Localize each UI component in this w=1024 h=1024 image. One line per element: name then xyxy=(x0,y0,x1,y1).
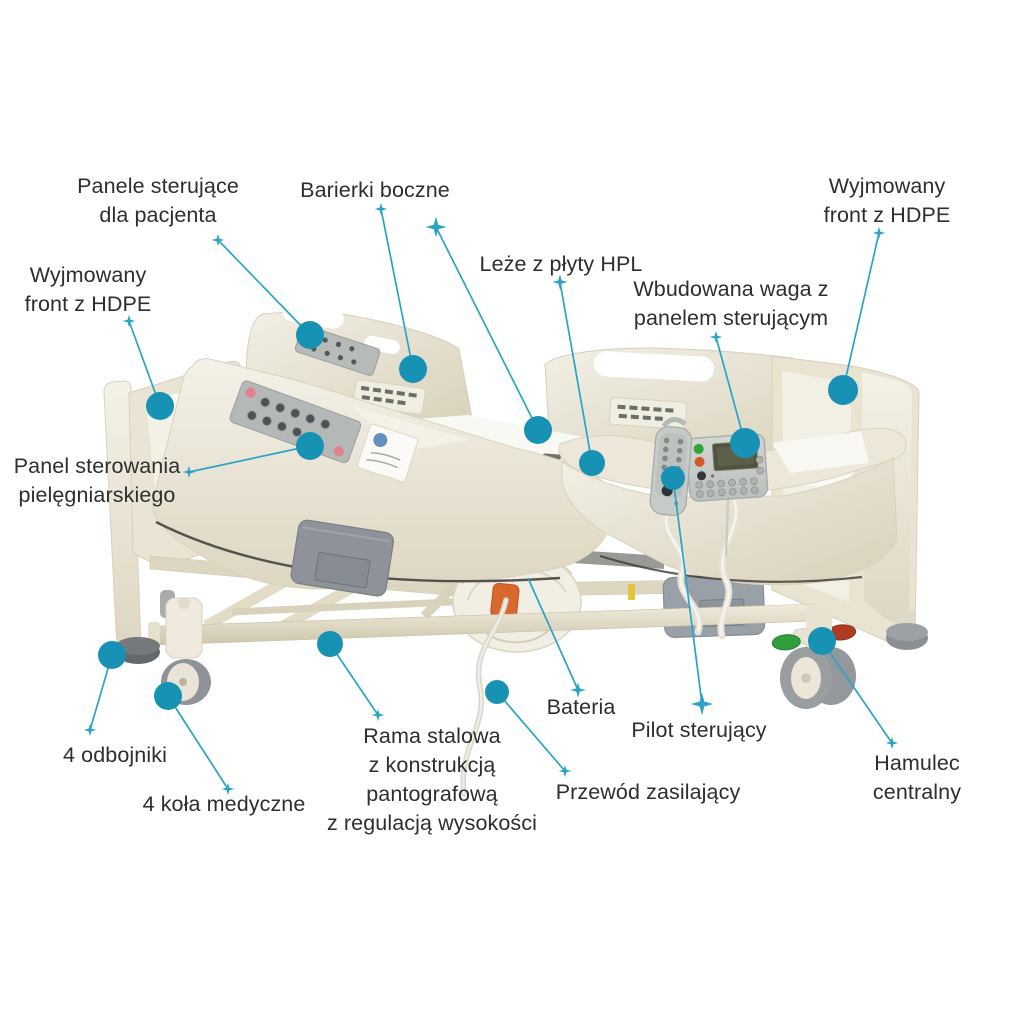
power-cable xyxy=(460,597,509,797)
right-leg-and-bumper xyxy=(886,610,928,650)
star-icon xyxy=(558,764,572,778)
star-icon xyxy=(690,692,714,716)
label-wbudowana-waga: Wbudowana waga z panelem sterującym xyxy=(633,277,829,330)
callout-dot-panel-pielegniarski xyxy=(296,432,324,460)
callout-dot-przewod xyxy=(485,680,509,704)
star-icon xyxy=(425,216,447,238)
label-kola-medyczne: 4 koła medyczne xyxy=(142,792,306,816)
callout-dot-rama xyxy=(317,631,343,657)
star-icon xyxy=(709,330,723,344)
label-odbojniki: 4 odbojniki xyxy=(63,743,167,767)
callout-dot-panele-sterujace xyxy=(296,321,324,349)
label-hamulec-centralny: Hamulec centralny xyxy=(872,751,962,804)
callout-dot-odbojniki xyxy=(98,641,126,669)
label-wyjmowany-front-hdpe-lewy: Wyjmowany front z HDPE xyxy=(24,263,152,316)
star-icon xyxy=(211,233,225,247)
star-icon xyxy=(182,465,196,479)
label-sticker xyxy=(357,423,419,483)
coiled-cables xyxy=(662,496,740,640)
leader-lines xyxy=(89,208,893,790)
callout-dot-front-hdpe-lewy xyxy=(146,392,174,420)
callout-dot-barierki-2 xyxy=(524,416,552,444)
callout-dot-kola xyxy=(154,682,182,710)
star-icon xyxy=(885,736,899,750)
backrest-rail-near xyxy=(152,358,614,590)
label-pilot-sterujacy: Pilot sterujący xyxy=(631,718,767,742)
label-rama-stalowa: Rama stalowa z konstrukcją pantografową … xyxy=(326,724,538,835)
star-icon xyxy=(83,723,97,737)
star-icon xyxy=(570,682,586,698)
callout-dots xyxy=(98,321,858,710)
scale-button-green xyxy=(693,443,704,454)
label-panele-sterujace-pacjenta: Panele sterujące dla pacjenta xyxy=(77,174,239,227)
left-caster xyxy=(161,597,211,705)
label-bateria: Bateria xyxy=(546,695,616,719)
star-icon xyxy=(552,274,568,290)
callout-dot-leze xyxy=(579,450,605,476)
label-panel-pielegniarski: Panel sterowania pielęgniarskiego xyxy=(13,454,181,507)
callout-dot-pilot xyxy=(661,466,685,490)
foot-rail-near xyxy=(558,427,907,586)
nurse-control-panel xyxy=(229,380,362,464)
star-icon xyxy=(371,708,385,722)
callout-dot-barierki-1 xyxy=(399,355,427,383)
label-wyjmowany-front-hdpe-prawy: Wyjmowany front z HDPE xyxy=(823,174,951,227)
scale-button-orange xyxy=(694,456,705,467)
brake-pedal-green xyxy=(771,634,801,651)
star-icon xyxy=(374,202,388,216)
label-przewod-zasilajacy: Przewód zasilający xyxy=(555,780,741,804)
star-icon xyxy=(221,782,235,796)
label-leze-hpl: Leże z płyty HPL xyxy=(479,252,643,276)
callout-dot-waga xyxy=(730,428,760,458)
star-icon xyxy=(872,226,886,240)
callout-dot-hamulec xyxy=(808,627,836,655)
leader-stars xyxy=(83,202,899,796)
label-barierki-boczne: Barierki boczne xyxy=(300,178,450,202)
star-icon xyxy=(122,314,136,328)
motor-box xyxy=(290,519,395,597)
callout-dot-front-hdpe-prawy xyxy=(828,375,858,405)
scale-button-black xyxy=(697,471,707,481)
